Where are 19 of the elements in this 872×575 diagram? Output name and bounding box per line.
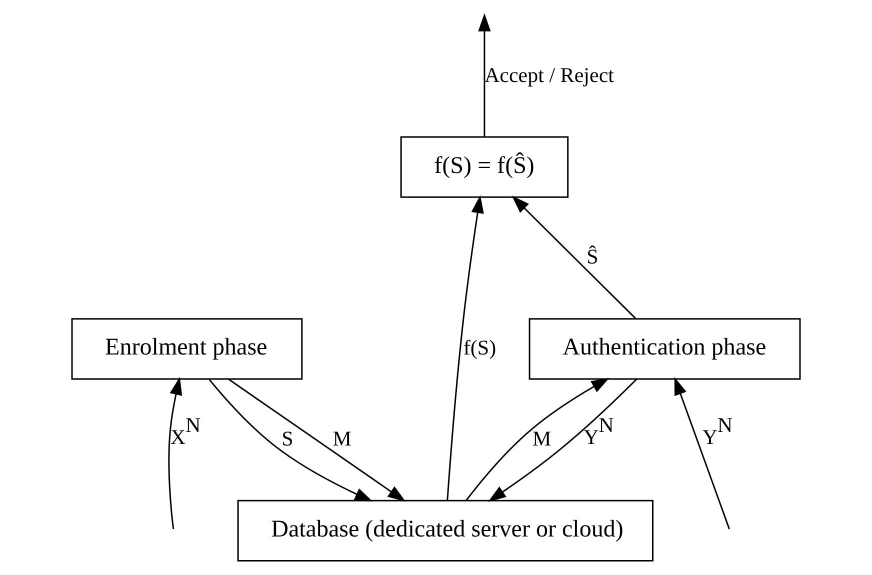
node-box: Authentication phase bbox=[528, 318, 801, 380]
arrow bbox=[446, 195, 484, 501]
arrow bbox=[512, 196, 636, 320]
arrow bbox=[674, 376, 730, 530]
edge-label: Ŝ bbox=[586, 244, 598, 269]
node-box: Enrolment phase bbox=[71, 318, 303, 380]
arrow bbox=[168, 376, 182, 530]
node-box: Database (dedicated server or cloud) bbox=[237, 500, 654, 562]
arrow bbox=[488, 378, 638, 502]
edge-label: M bbox=[332, 426, 352, 450]
node-box: f(S) = f(Ŝ) bbox=[400, 136, 569, 198]
edge-label: f(S) bbox=[463, 335, 496, 360]
edge-label: M bbox=[532, 426, 552, 450]
arrow bbox=[228, 378, 406, 502]
edge-label: S bbox=[282, 426, 294, 450]
arrow bbox=[208, 378, 373, 502]
arrow bbox=[466, 378, 610, 501]
edge-label: Accept / Reject bbox=[484, 62, 614, 87]
arrow bbox=[478, 13, 491, 137]
